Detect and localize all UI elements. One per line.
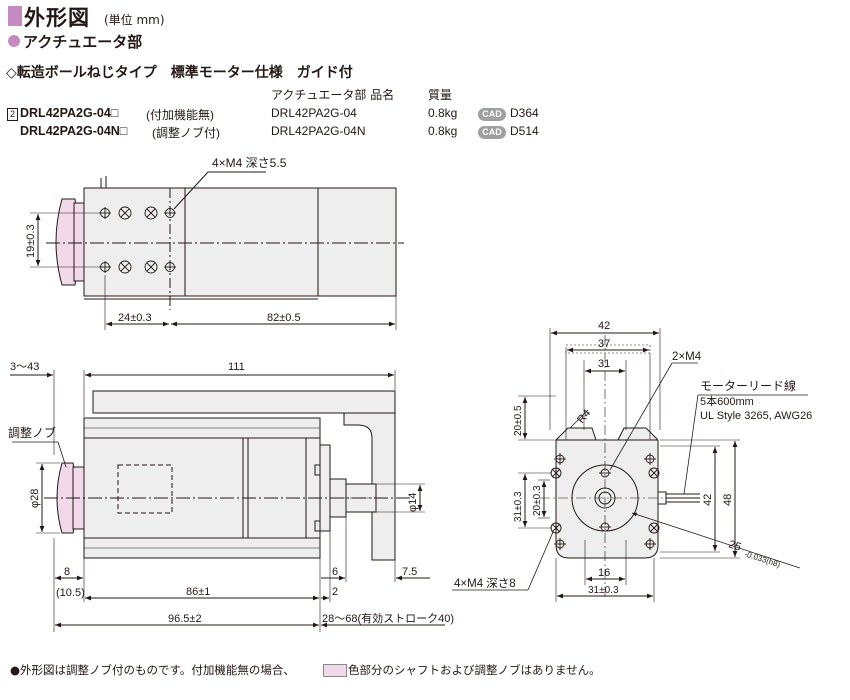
dim-knob-diameter: φ28: [29, 489, 41, 508]
part-number: DRL42PA2G-04N: [271, 124, 366, 138]
dim-end-25-tolerance: -0.033(h8): [743, 549, 781, 569]
col-part-no: アクチュエータ部 品名: [271, 88, 395, 102]
footer-note-b: 色部分のシャフトおよび調整ノブはありません。: [348, 663, 601, 677]
dim-stroke: 28～68(有効ストローク40): [322, 611, 454, 625]
dim-7-5: 7.5: [402, 566, 417, 578]
cad-icon: CAD: [478, 108, 506, 121]
color-swatch: [323, 664, 347, 677]
dim-end-20-top: 20±0.5: [513, 405, 524, 436]
model-name: DRL42PA2G-04N□: [20, 124, 128, 138]
dim-6: 6: [332, 566, 338, 578]
side-view: [10, 370, 445, 632]
dim-end-31-left: 31±0.3: [513, 491, 524, 522]
radius-r4: R4: [575, 407, 593, 425]
part-number: DRL42PA2G-04: [271, 106, 357, 120]
cad-icon: CAD: [478, 126, 506, 139]
top-view: [30, 171, 404, 330]
model-note: (調整ノブ付): [152, 126, 220, 140]
section-title: アクチュエータ部: [23, 33, 143, 51]
dim-top-height: 19±0.3: [25, 224, 37, 258]
dim-86: 86±1: [186, 586, 210, 598]
col-mass: 質量: [428, 88, 453, 102]
dim-end-42-top: 42: [598, 320, 610, 332]
dim-end-48: 48: [722, 494, 734, 506]
dim-2: 2: [332, 586, 338, 598]
title-marker: [8, 6, 22, 26]
mass-value: 0.8kg: [428, 124, 458, 138]
dim-end-31-top: 31: [598, 358, 610, 370]
dim-total-length: 111: [228, 361, 245, 373]
dim-end-20-left: 20±0.3: [532, 485, 543, 516]
dim-end-16: 16: [598, 567, 610, 579]
end-hole-4xm4: 4×M4 深さ8: [454, 576, 516, 590]
top-hole: [99, 206, 176, 274]
mass-value: 0.8kg: [428, 106, 458, 120]
end-view: [452, 328, 808, 602]
motor-lead-spec-1: 5本600mm: [700, 394, 754, 408]
unit-label: (単位 mm): [104, 13, 165, 27]
footer-note-a: ●外形図は調整ノブ付のものです。付加機能無の場合、: [10, 663, 295, 677]
dim-stroke-range: 3～43: [10, 361, 39, 373]
cad-link[interactable]: D514: [510, 124, 539, 138]
dim-end-31-bottom: 31±0.3: [588, 585, 619, 596]
page-title: 外形図: [24, 6, 90, 30]
dim-end-42-right: 42: [702, 494, 714, 506]
model-note: (付加機能無): [146, 108, 214, 122]
dim-top-right: 82±0.5: [267, 312, 301, 324]
dim-shaft-diameter: φ14: [407, 493, 419, 512]
top-hole-note: 4×M4 深さ5.5: [212, 156, 287, 170]
knob-label: 調整ノブ: [8, 425, 56, 440]
series-title: ◇転造ボールねじタイプ 標準モーター仕様 ガイド付: [6, 65, 353, 81]
dim-96-5: 96.5±2: [168, 613, 202, 625]
dim-end-37: 37: [598, 338, 610, 350]
motor-lead-title: モーターリード線: [700, 378, 796, 393]
end-hole-2xm4: 2×M4: [672, 351, 702, 363]
dim-8: 8: [64, 566, 70, 578]
cad-link[interactable]: D364: [510, 106, 539, 120]
dim-end-25: 25: [727, 538, 742, 553]
motor-lead-spec-2: UL Style 3265, AWG26: [700, 410, 812, 422]
row-number-badge: 2: [7, 108, 18, 121]
section-dot-icon: [8, 35, 20, 47]
model-name: DRL42PA2G-04□: [20, 106, 119, 120]
dim-10-5: (10.5): [56, 587, 85, 599]
dim-top-left: 24±0.3: [118, 312, 152, 324]
